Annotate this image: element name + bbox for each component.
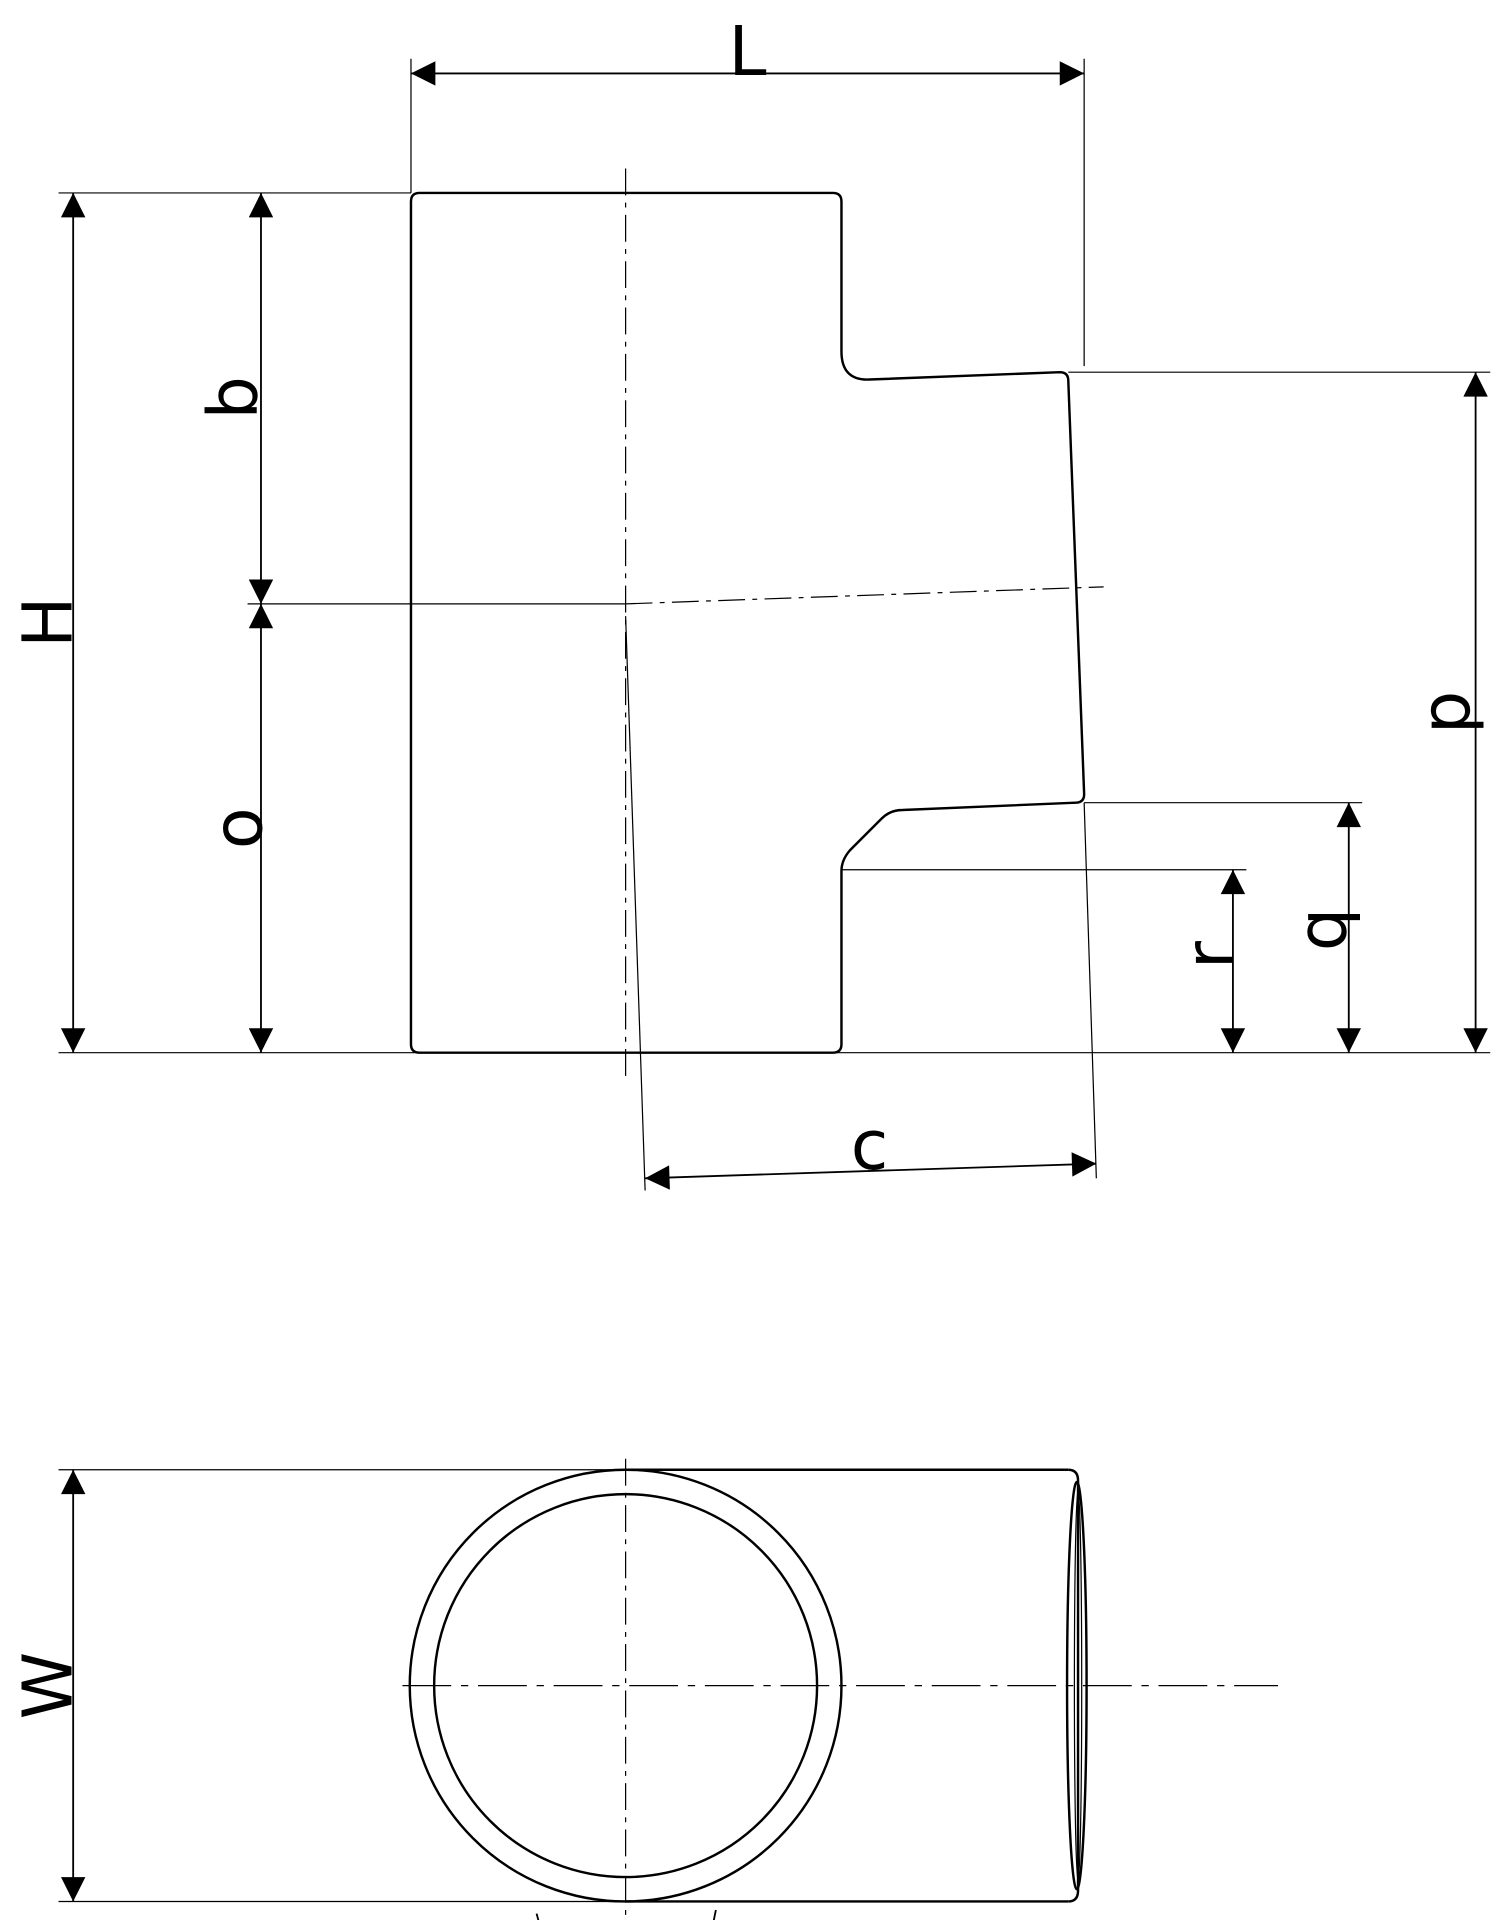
label-c: c [851, 1107, 889, 1186]
body-right-end [1068, 1468, 1080, 1903]
end-view [58, 1458, 1279, 1920]
label-r: r [1171, 940, 1250, 969]
ext-line [1083, 802, 1097, 1179]
label-L: L [729, 13, 767, 92]
ext-line [625, 616, 646, 1191]
label-o: o [200, 807, 279, 849]
branch-end-inner [1073, 1489, 1083, 1882]
label-H: H [9, 597, 88, 648]
dim-line-c [645, 1152, 1097, 1190]
label-W: W [9, 1652, 88, 1720]
branch-centerline [625, 586, 1104, 605]
label-p: p [1407, 691, 1486, 734]
label-q: q [1284, 908, 1363, 951]
label-b: b [195, 376, 274, 419]
front-view [58, 58, 1491, 1191]
tee-outline [409, 191, 1086, 1054]
